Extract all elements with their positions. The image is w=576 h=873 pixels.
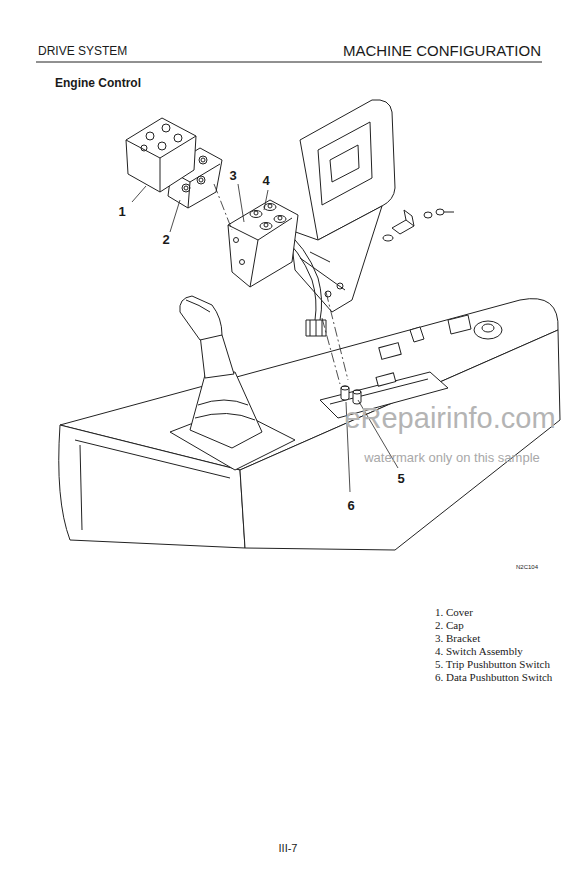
parts-list-item: 1. Cover	[435, 606, 473, 618]
callout-number: 5	[397, 472, 404, 486]
armrest	[300, 252, 345, 290]
leader-line	[132, 186, 146, 202]
armrest	[318, 122, 372, 205]
switch-assembly	[278, 216, 282, 220]
pushbutton-switch	[341, 386, 349, 390]
callout-number: 3	[229, 169, 236, 183]
armrest	[337, 283, 343, 289]
center-line	[322, 318, 340, 384]
switch-assembly	[260, 223, 272, 230]
pushbutton-switch	[341, 386, 349, 400]
switch-assembly	[250, 204, 286, 230]
cover	[126, 136, 196, 192]
armrest	[290, 100, 395, 312]
cover	[174, 134, 182, 142]
center-line	[326, 292, 348, 380]
bolt	[444, 212, 455, 213]
switch-assembly	[250, 211, 262, 218]
joystick	[186, 300, 210, 312]
callout-number: 6	[347, 499, 354, 513]
joystick	[190, 372, 262, 448]
switch-assembly	[268, 204, 272, 208]
cap	[199, 178, 203, 182]
page-number: III-7	[279, 842, 298, 854]
watermark: watermark only on this sample	[364, 451, 540, 465]
leader-line	[238, 184, 244, 222]
bolt	[436, 209, 444, 215]
bolt	[383, 235, 393, 241]
console	[474, 321, 502, 339]
cover	[162, 124, 170, 132]
callout-number: 1	[118, 205, 125, 219]
header-text: MACHINE CONFIGURATION	[343, 43, 541, 60]
console	[448, 315, 471, 334]
armrest	[325, 291, 331, 297]
header-rule	[36, 62, 542, 63]
armrest	[330, 145, 359, 182]
bracket	[228, 200, 298, 287]
leader-line	[170, 200, 180, 232]
bracket	[228, 200, 298, 287]
switch-assembly	[264, 204, 276, 211]
pushbutton-switch	[341, 386, 361, 404]
parts-list-item: 5. Trip Pushbutton Switch	[435, 658, 550, 670]
cover	[146, 132, 154, 140]
cap	[201, 158, 205, 162]
center-line	[214, 184, 232, 230]
wire-harness	[310, 320, 322, 336]
bolt	[383, 209, 455, 241]
pushbutton-switch	[353, 390, 361, 394]
console	[379, 343, 401, 360]
bolt	[404, 210, 414, 226]
joystick	[180, 296, 222, 340]
leader-line	[264, 190, 268, 210]
bolt	[392, 220, 414, 234]
bracket	[234, 238, 239, 243]
switch-plate	[376, 373, 396, 386]
console	[482, 324, 494, 332]
parts-list-item: 2. Cap	[435, 619, 464, 631]
joystick	[195, 400, 255, 420]
header-text: DRIVE SYSTEM	[38, 45, 127, 58]
parts-list-item: 3. Bracket	[435, 632, 480, 644]
parts-list-item: 4. Switch Assembly	[435, 645, 523, 657]
section-title: Engine Control	[55, 77, 141, 90]
bolt	[424, 212, 432, 218]
center-line	[214, 184, 348, 384]
cover	[158, 142, 166, 150]
leader-line	[132, 184, 398, 492]
joystick	[170, 296, 295, 470]
cover	[141, 145, 147, 151]
armrest	[300, 100, 395, 240]
switch-assembly	[254, 211, 258, 215]
figure-code: N2C104	[516, 564, 538, 571]
armrest	[290, 206, 382, 312]
bracket	[240, 260, 245, 265]
switch-assembly	[264, 223, 268, 227]
parts-list-item: 6. Data Pushbutton Switch	[435, 671, 552, 683]
callout-number: 2	[162, 233, 169, 247]
cover	[126, 118, 196, 192]
console	[59, 299, 560, 550]
cap	[184, 186, 188, 190]
pushbutton-switch	[353, 390, 361, 404]
cap	[199, 156, 207, 164]
cover	[126, 118, 196, 192]
cap	[197, 176, 205, 184]
bracket	[228, 218, 292, 287]
watermark: eRepairinfo.com	[344, 403, 555, 435]
callout-number: 4	[262, 174, 269, 188]
cap	[182, 184, 190, 192]
console	[410, 327, 424, 342]
switch-assembly	[274, 216, 286, 223]
